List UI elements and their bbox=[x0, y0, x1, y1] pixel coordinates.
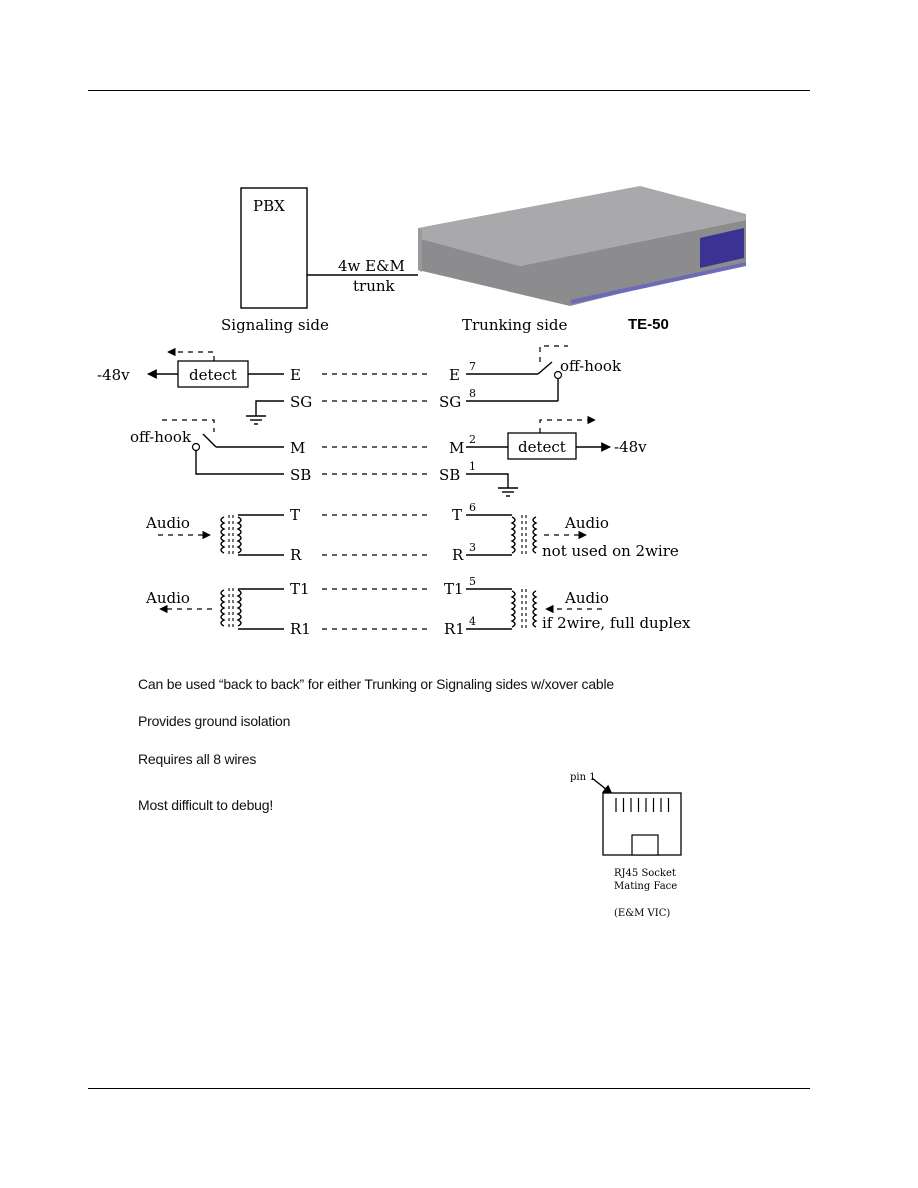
pbx-box bbox=[240, 187, 308, 309]
rj45-caption-1: RJ45 Socket bbox=[614, 868, 676, 879]
rj45-caption-2: Mating Face bbox=[614, 881, 677, 892]
wire-T-left: T bbox=[290, 506, 300, 524]
signaling-side-label: Signaling side bbox=[221, 316, 329, 334]
pbx-label: PBX bbox=[253, 197, 285, 215]
footer-rule bbox=[88, 1088, 810, 1089]
wire-M-right: M bbox=[449, 439, 464, 457]
trunking-side-label: Trunking side bbox=[462, 316, 568, 334]
wire-E-left: E bbox=[290, 366, 301, 384]
off-hook-right: off-hook bbox=[560, 357, 622, 375]
wire-R1-right: R1 bbox=[444, 620, 465, 638]
trunk-label-2: trunk bbox=[353, 277, 396, 295]
svg-text:7: 7 bbox=[469, 360, 476, 373]
rj45-pin1-label: pin 1 bbox=[570, 772, 596, 783]
wire-T1-left: T1 bbox=[290, 580, 310, 598]
te50-label: TE-50 bbox=[628, 316, 669, 333]
svg-text:1: 1 bbox=[469, 460, 476, 473]
svg-text:2: 2 bbox=[469, 433, 476, 446]
transformer-right-1 bbox=[510, 515, 538, 556]
note-ground-isolation: Provides ground isolation bbox=[138, 713, 291, 729]
wire-R1-left: R1 bbox=[290, 620, 311, 638]
note-full-duplex: if 2wire, full duplex bbox=[542, 614, 691, 632]
wire-R-right: R bbox=[452, 546, 464, 564]
wire-E-right: E bbox=[449, 366, 460, 384]
rj45-socket bbox=[602, 792, 682, 856]
wire-T1-right: T1 bbox=[444, 580, 464, 598]
svg-text:5: 5 bbox=[469, 575, 476, 588]
detect-box-right bbox=[507, 432, 577, 460]
wire-M-left: M bbox=[290, 439, 305, 457]
note-back-to-back: Can be used “back to back” for either Tr… bbox=[138, 676, 615, 692]
trunk-label-1: 4w E&M bbox=[338, 257, 405, 275]
audio-out-right: Audio bbox=[564, 514, 609, 532]
svg-text:4: 4 bbox=[469, 615, 476, 628]
rj45-caption-3: (E&M VIC) bbox=[614, 908, 670, 919]
wire-SG-left: SG bbox=[290, 393, 312, 411]
note-not-used-2wire: not used on 2wire bbox=[542, 542, 679, 560]
wire-T-right: T bbox=[452, 506, 462, 524]
note-difficult-debug: Most difficult to debug! bbox=[138, 797, 274, 813]
wire-SB-left: SB bbox=[290, 466, 311, 484]
header-rule bbox=[88, 90, 810, 91]
te50-front-panel bbox=[700, 228, 744, 268]
minus48v-left: -48v bbox=[97, 366, 130, 384]
audio-out-left: Audio bbox=[145, 589, 190, 607]
off-hook-left: off-hook bbox=[130, 428, 192, 446]
wire-SG-right: SG bbox=[439, 393, 461, 411]
te50-device bbox=[418, 186, 746, 306]
wire-R-left: R bbox=[290, 546, 302, 564]
svg-text:6: 6 bbox=[469, 501, 476, 514]
audio-in-left: Audio bbox=[145, 514, 190, 532]
transformer-right-2 bbox=[510, 589, 538, 630]
svg-text:3: 3 bbox=[469, 541, 476, 554]
transformer-left-2 bbox=[220, 588, 242, 629]
minus48v-right: -48v bbox=[614, 438, 647, 456]
svg-text:detect: detect bbox=[189, 366, 237, 384]
transformer-left-1 bbox=[220, 515, 242, 556]
audio-in-right: Audio bbox=[564, 589, 609, 607]
wire-SB-right: SB bbox=[439, 466, 460, 484]
note-all-8-wires: Requires all 8 wires bbox=[138, 751, 257, 767]
svg-text:8: 8 bbox=[469, 387, 476, 400]
svg-text:detect: detect bbox=[518, 438, 566, 456]
